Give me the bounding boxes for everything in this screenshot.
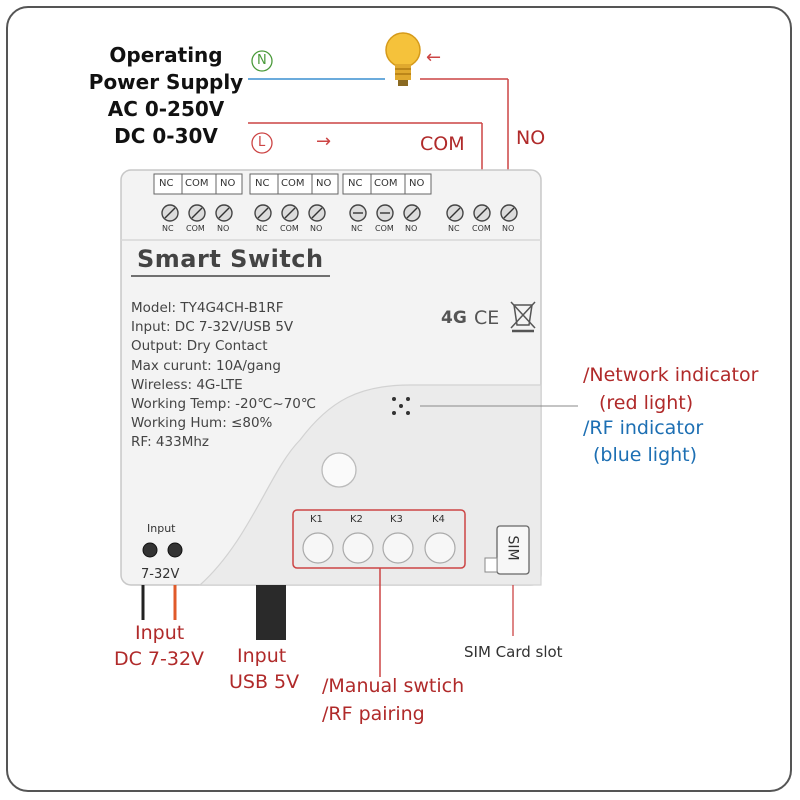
dc-input-range: 7-32V [141,567,180,582]
manual-switch-k2-button[interactable] [343,533,373,563]
sim-label: SIM [504,535,521,561]
dc-range-callout: DC 7-32V [114,648,205,670]
ce-mark: CE [474,307,500,329]
spec-line: Working Hum: ≤80% [131,415,273,432]
live-symbol-label: L [258,135,266,150]
key-label: K2 [350,514,363,525]
power-supply-label: Operating Power Supply AC 0-250V DC 0-30… [88,43,244,148]
weee-bin-icon [510,301,536,333]
4g-mark: 4G [441,308,467,328]
spec-line: RF: 433Mhz [131,434,209,451]
manual-switch-k3-button[interactable] [383,533,413,563]
network-indicator-callout: /Network indicator [583,364,759,386]
network-light-callout: (red light) [599,392,694,414]
pairing-button-shape [321,452,357,488]
spec-list: Model: TY4G4CH-B1RF Input: DC 7-32V/USB … [131,299,316,453]
usb-cable [256,585,286,640]
spec-line: Wireless: 4G-LTE [131,376,243,393]
screw-label: NC [351,224,363,233]
screw-label: COM [186,224,205,233]
usb-range-callout: USB 5V [229,671,300,693]
terminal-label: NO [220,178,236,189]
neutral-symbol [251,50,273,72]
live-symbol [251,132,273,154]
indicator-lights [392,397,410,415]
screw-label: COM [472,224,491,233]
rf-indicator-callout: /RF indicator [583,417,704,439]
terminal-label: NO [409,178,425,189]
usb-input-callout: Input [237,645,287,667]
manual-switch-k1-button[interactable] [303,533,333,563]
lightbulb-icon [385,32,421,86]
rf-pairing-callout: /RF pairing [322,703,425,725]
pairing-button[interactable] [322,453,356,487]
relay-com-label: COM [420,133,465,155]
screw-label: NC [256,224,268,233]
screw-label: NO [217,224,230,233]
screw-label: NC [162,224,174,233]
terminal-label: NC [159,178,174,189]
spec-line: Input: DC 7-32V/USB 5V [131,319,294,336]
dc-input-label: Input [147,522,176,535]
screw-label: COM [280,224,299,233]
spec-line: Max curunt: 10A/gang [131,357,281,374]
front-panel [198,384,542,586]
relay-no-label: NO [516,127,546,149]
manual-switch-callout: /Manual swtich [322,675,465,697]
spec-line: Working Temp: -20℃~70℃ [131,396,317,413]
arrow-left-icon: ← [426,47,442,68]
sim-slot-callout: SIM Card slot [464,643,563,661]
terminal-label: COM [185,178,209,189]
device-title: Smart Switch [137,245,324,273]
key-label: K4 [432,514,445,525]
arrow-right-icon: → [316,131,332,152]
terminal-label: COM [281,178,305,189]
image-frame [6,6,792,792]
terminal-label: NC [348,178,363,189]
spec-line: Output: Dry Contact [131,338,268,355]
terminal-label: COM [374,178,398,189]
key-label: K1 [310,514,323,525]
screw-label: COM [375,224,394,233]
dc-input-callout: Input [135,622,185,644]
screw-label: NO [310,224,323,233]
screw-label: NO [502,224,515,233]
manual-switch-k4-button[interactable] [425,533,455,563]
terminal-label: NC [255,178,270,189]
screw-label: NC [448,224,460,233]
spec-line: Model: TY4G4CH-B1RF [131,300,284,316]
neutral-symbol-label: N [257,53,267,68]
rf-light-callout: (blue light) [593,444,698,466]
screw-label: NO [405,224,418,233]
terminal-label-boxes [153,173,432,195]
key-panel [292,509,466,569]
terminal-label: NO [316,178,332,189]
sim-slot [496,525,530,575]
key-label: K3 [390,514,403,525]
